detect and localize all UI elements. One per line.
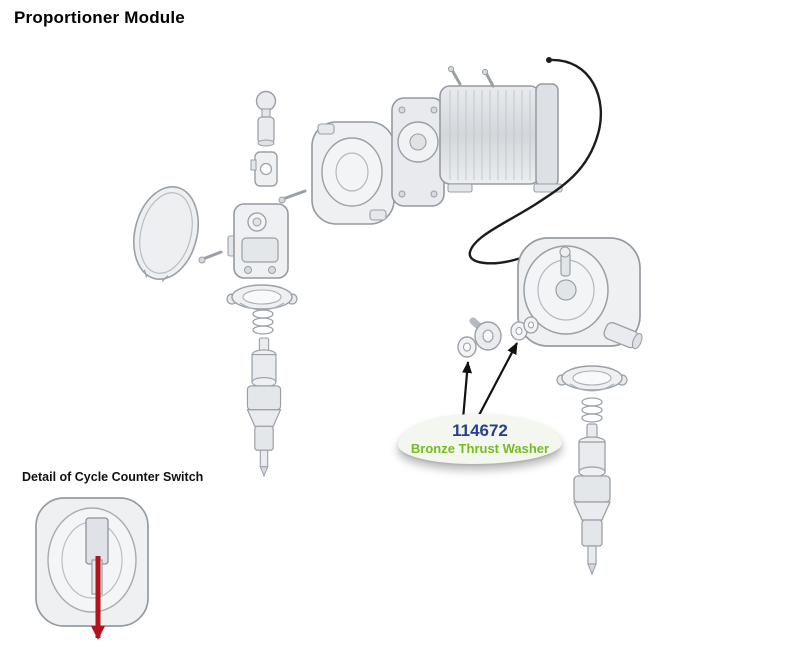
thrust-washer-small [457, 336, 477, 358]
part-name-label: Bronze Thrust Washer [410, 440, 550, 456]
mount-pin-lower [198, 250, 223, 264]
callout-pointer-arrows [461, 342, 518, 420]
oval-cover-plate [133, 185, 199, 282]
thrust-washer-pair [510, 316, 539, 341]
bracket-plate [227, 203, 289, 279]
ball-link [255, 90, 277, 147]
left-clamp-flange [226, 284, 298, 311]
spacer-cylinder [250, 151, 278, 187]
part-number-label: 114672 [452, 421, 508, 440]
right-bell-housing [517, 237, 643, 350]
page-title: Proportioner Module [14, 8, 185, 27]
motor-assembly [311, 65, 563, 225]
detail-caption: Detail of Cycle Counter Switch [22, 470, 204, 484]
left-spring [252, 309, 274, 335]
cycle-counter-detail [35, 497, 149, 627]
right-spring [581, 397, 603, 423]
washer-hub [469, 317, 502, 351]
mount-pin-upper [278, 189, 307, 204]
right-pump-lower [573, 423, 611, 575]
left-pump-lower [246, 337, 282, 477]
part-callout: 114672 Bronze Thrust Washer [398, 414, 562, 465]
right-clamp-flange [556, 365, 628, 392]
power-cable [468, 57, 603, 265]
